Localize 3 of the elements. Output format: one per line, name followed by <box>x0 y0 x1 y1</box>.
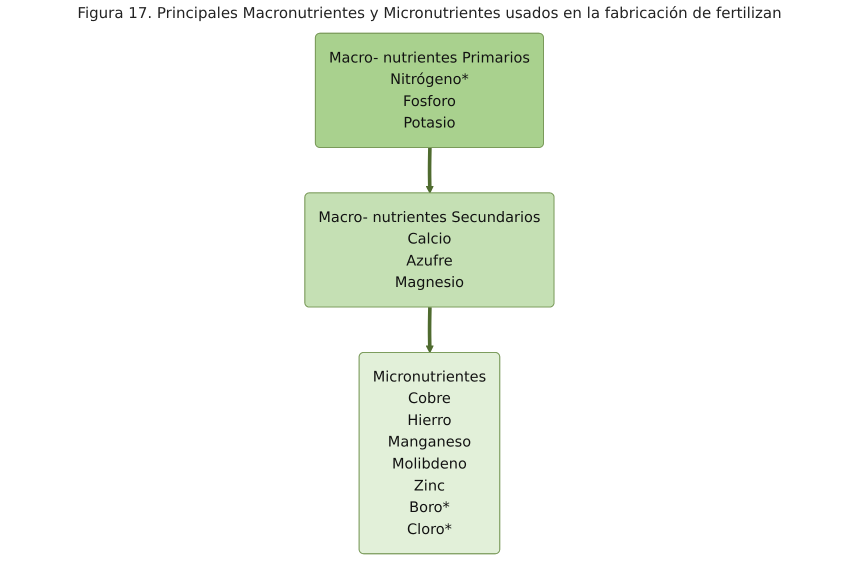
arrow <box>426 308 434 354</box>
figure-title: Figura 17. Principales Macronutrientes y Micronutrientes usados en la fabricación de fertilizan <box>76 3 783 24</box>
arrow <box>426 148 434 194</box>
